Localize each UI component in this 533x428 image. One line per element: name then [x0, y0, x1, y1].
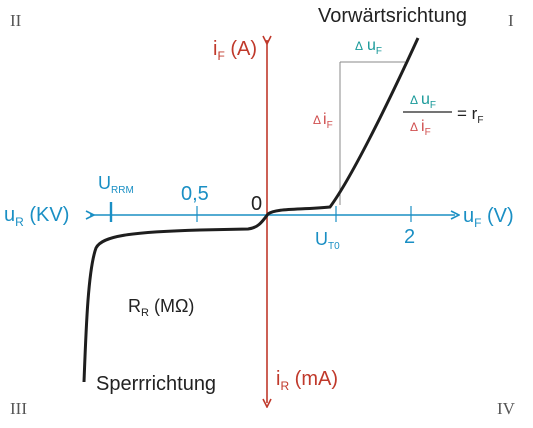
tick-label-0-5: 0,5: [181, 183, 209, 205]
reverse-direction-label: Sperrrichtung: [96, 373, 216, 395]
fraction-equals-r: = rF: [457, 104, 483, 126]
quadrant-four-label: IV: [497, 399, 516, 418]
quadrant-three-label: III: [10, 399, 27, 418]
forward-direction-label: Vorwärtsrichtung: [318, 5, 467, 27]
quadrant-one-label: I: [508, 11, 514, 30]
reverse-resistance-label: RR (MΩ): [128, 296, 194, 319]
origin-label: 0: [251, 193, 262, 215]
tick-label-2: 2: [404, 226, 415, 248]
y-axis-negative-label: iR (mA): [276, 368, 338, 393]
x-axis-negative-label: uR (KV): [4, 204, 69, 229]
ut0-label: UT0: [315, 229, 340, 252]
x-axis-positive-label: uF (V): [463, 205, 514, 230]
characteristic-curve: [82, 37, 420, 383]
quadrant-two-label: II: [10, 11, 22, 30]
urrm-label: URRM: [98, 173, 134, 196]
y-axis-positive-label: iF (A): [213, 38, 257, 63]
